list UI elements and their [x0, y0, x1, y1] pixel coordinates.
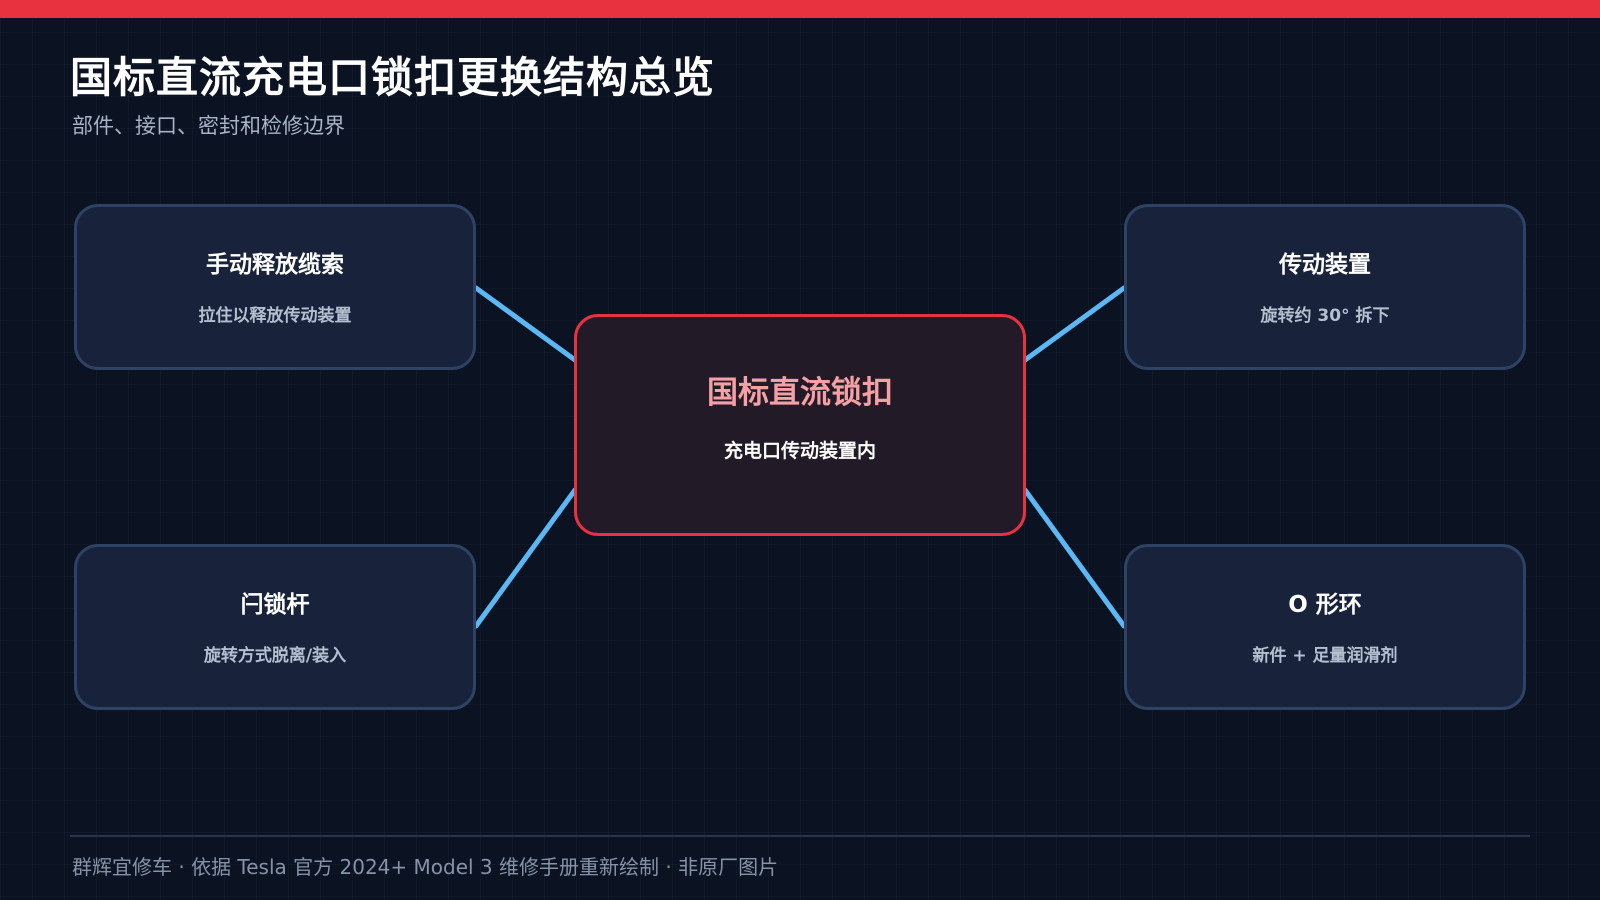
- node-desc: 旋转方式脱离/装入: [203, 646, 347, 666]
- accent-top-bar: [0, 0, 1600, 18]
- node-manual-release-cable: 手动释放缆索 拉住以释放传动装置: [74, 204, 476, 370]
- connector-top-right: [1022, 285, 1127, 363]
- node-actuator: 传动装置 旋转约 30° 拆下: [1124, 204, 1526, 370]
- node-label: O 形环: [1288, 592, 1362, 618]
- node-label: 传动装置: [1279, 252, 1371, 278]
- node-label: 手动释放缆索: [206, 252, 344, 278]
- node-label: 闩锁杆: [240, 592, 310, 618]
- connector-top-left: [473, 285, 578, 363]
- connector-bottom-left: [473, 487, 578, 629]
- center-desc: 充电口传动装置内: [723, 440, 876, 462]
- node-desc: 旋转约 30° 拆下: [1260, 306, 1390, 326]
- node-latch-lever: 闩锁杆 旋转方式脱离/装入: [74, 544, 476, 710]
- node-desc: 新件 + 足量润滑剂: [1252, 646, 1398, 666]
- node-center-dc-lock: 国标直流锁扣 充电口传动装置内: [574, 314, 1026, 536]
- node-desc: 拉住以释放传动装置: [198, 306, 352, 326]
- footer-credit: 群辉宜修车 · 依据 Tesla 官方 2024+ Model 3 维修手册重新…: [72, 855, 779, 879]
- page-subtitle: 部件、接口、密封和检修边界: [72, 114, 345, 138]
- page-title: 国标直流充电口锁扣更换结构总览: [70, 53, 716, 102]
- connector-bottom-right: [1022, 487, 1127, 629]
- center-label: 国标直流锁扣: [707, 375, 893, 411]
- node-o-ring: O 形环 新件 + 足量润滑剂: [1124, 544, 1526, 710]
- footer-divider: [70, 835, 1530, 837]
